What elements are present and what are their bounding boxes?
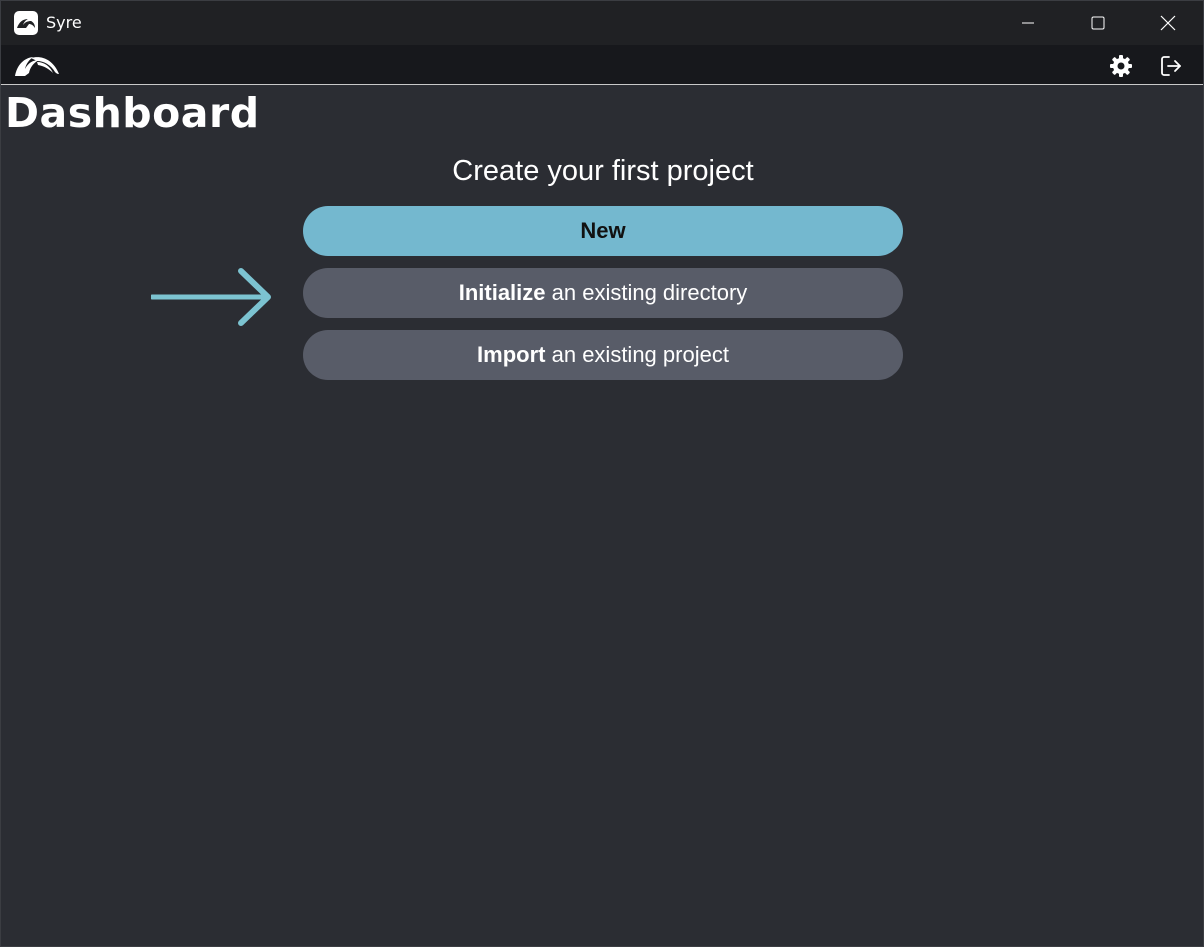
create-project-prompt: Create your first project bbox=[452, 155, 754, 187]
app-icon bbox=[14, 11, 38, 35]
maximize-button[interactable] bbox=[1063, 1, 1133, 45]
initialize-label-rest: an existing directory bbox=[545, 280, 748, 305]
logout-button[interactable] bbox=[1157, 53, 1185, 79]
logout-icon bbox=[1161, 56, 1181, 76]
window-title: Syre bbox=[46, 13, 82, 32]
minimize-button[interactable] bbox=[993, 1, 1063, 45]
syre-logo-icon[interactable] bbox=[13, 52, 61, 80]
import-label-rest: an existing project bbox=[545, 342, 729, 367]
settings-button[interactable] bbox=[1107, 53, 1135, 79]
close-icon bbox=[1160, 15, 1176, 31]
page-title: Dashboard bbox=[5, 89, 260, 137]
gear-icon bbox=[1110, 55, 1132, 77]
minimize-icon bbox=[1022, 22, 1034, 24]
maximize-icon bbox=[1091, 16, 1105, 30]
close-button[interactable] bbox=[1133, 1, 1203, 45]
import-label-strong: Import bbox=[477, 342, 546, 367]
import-project-button[interactable]: Import an existing project bbox=[303, 330, 903, 380]
initialize-label-strong: Initialize bbox=[458, 280, 546, 305]
window-titlebar[interactable]: Syre bbox=[1, 1, 1203, 45]
arrow-right-icon bbox=[151, 268, 271, 326]
initialize-directory-button[interactable]: Initialize an existing directory bbox=[303, 268, 903, 318]
new-project-label: New bbox=[580, 218, 626, 243]
app-toolbar bbox=[1, 45, 1203, 85]
new-project-button[interactable]: New bbox=[303, 206, 903, 256]
